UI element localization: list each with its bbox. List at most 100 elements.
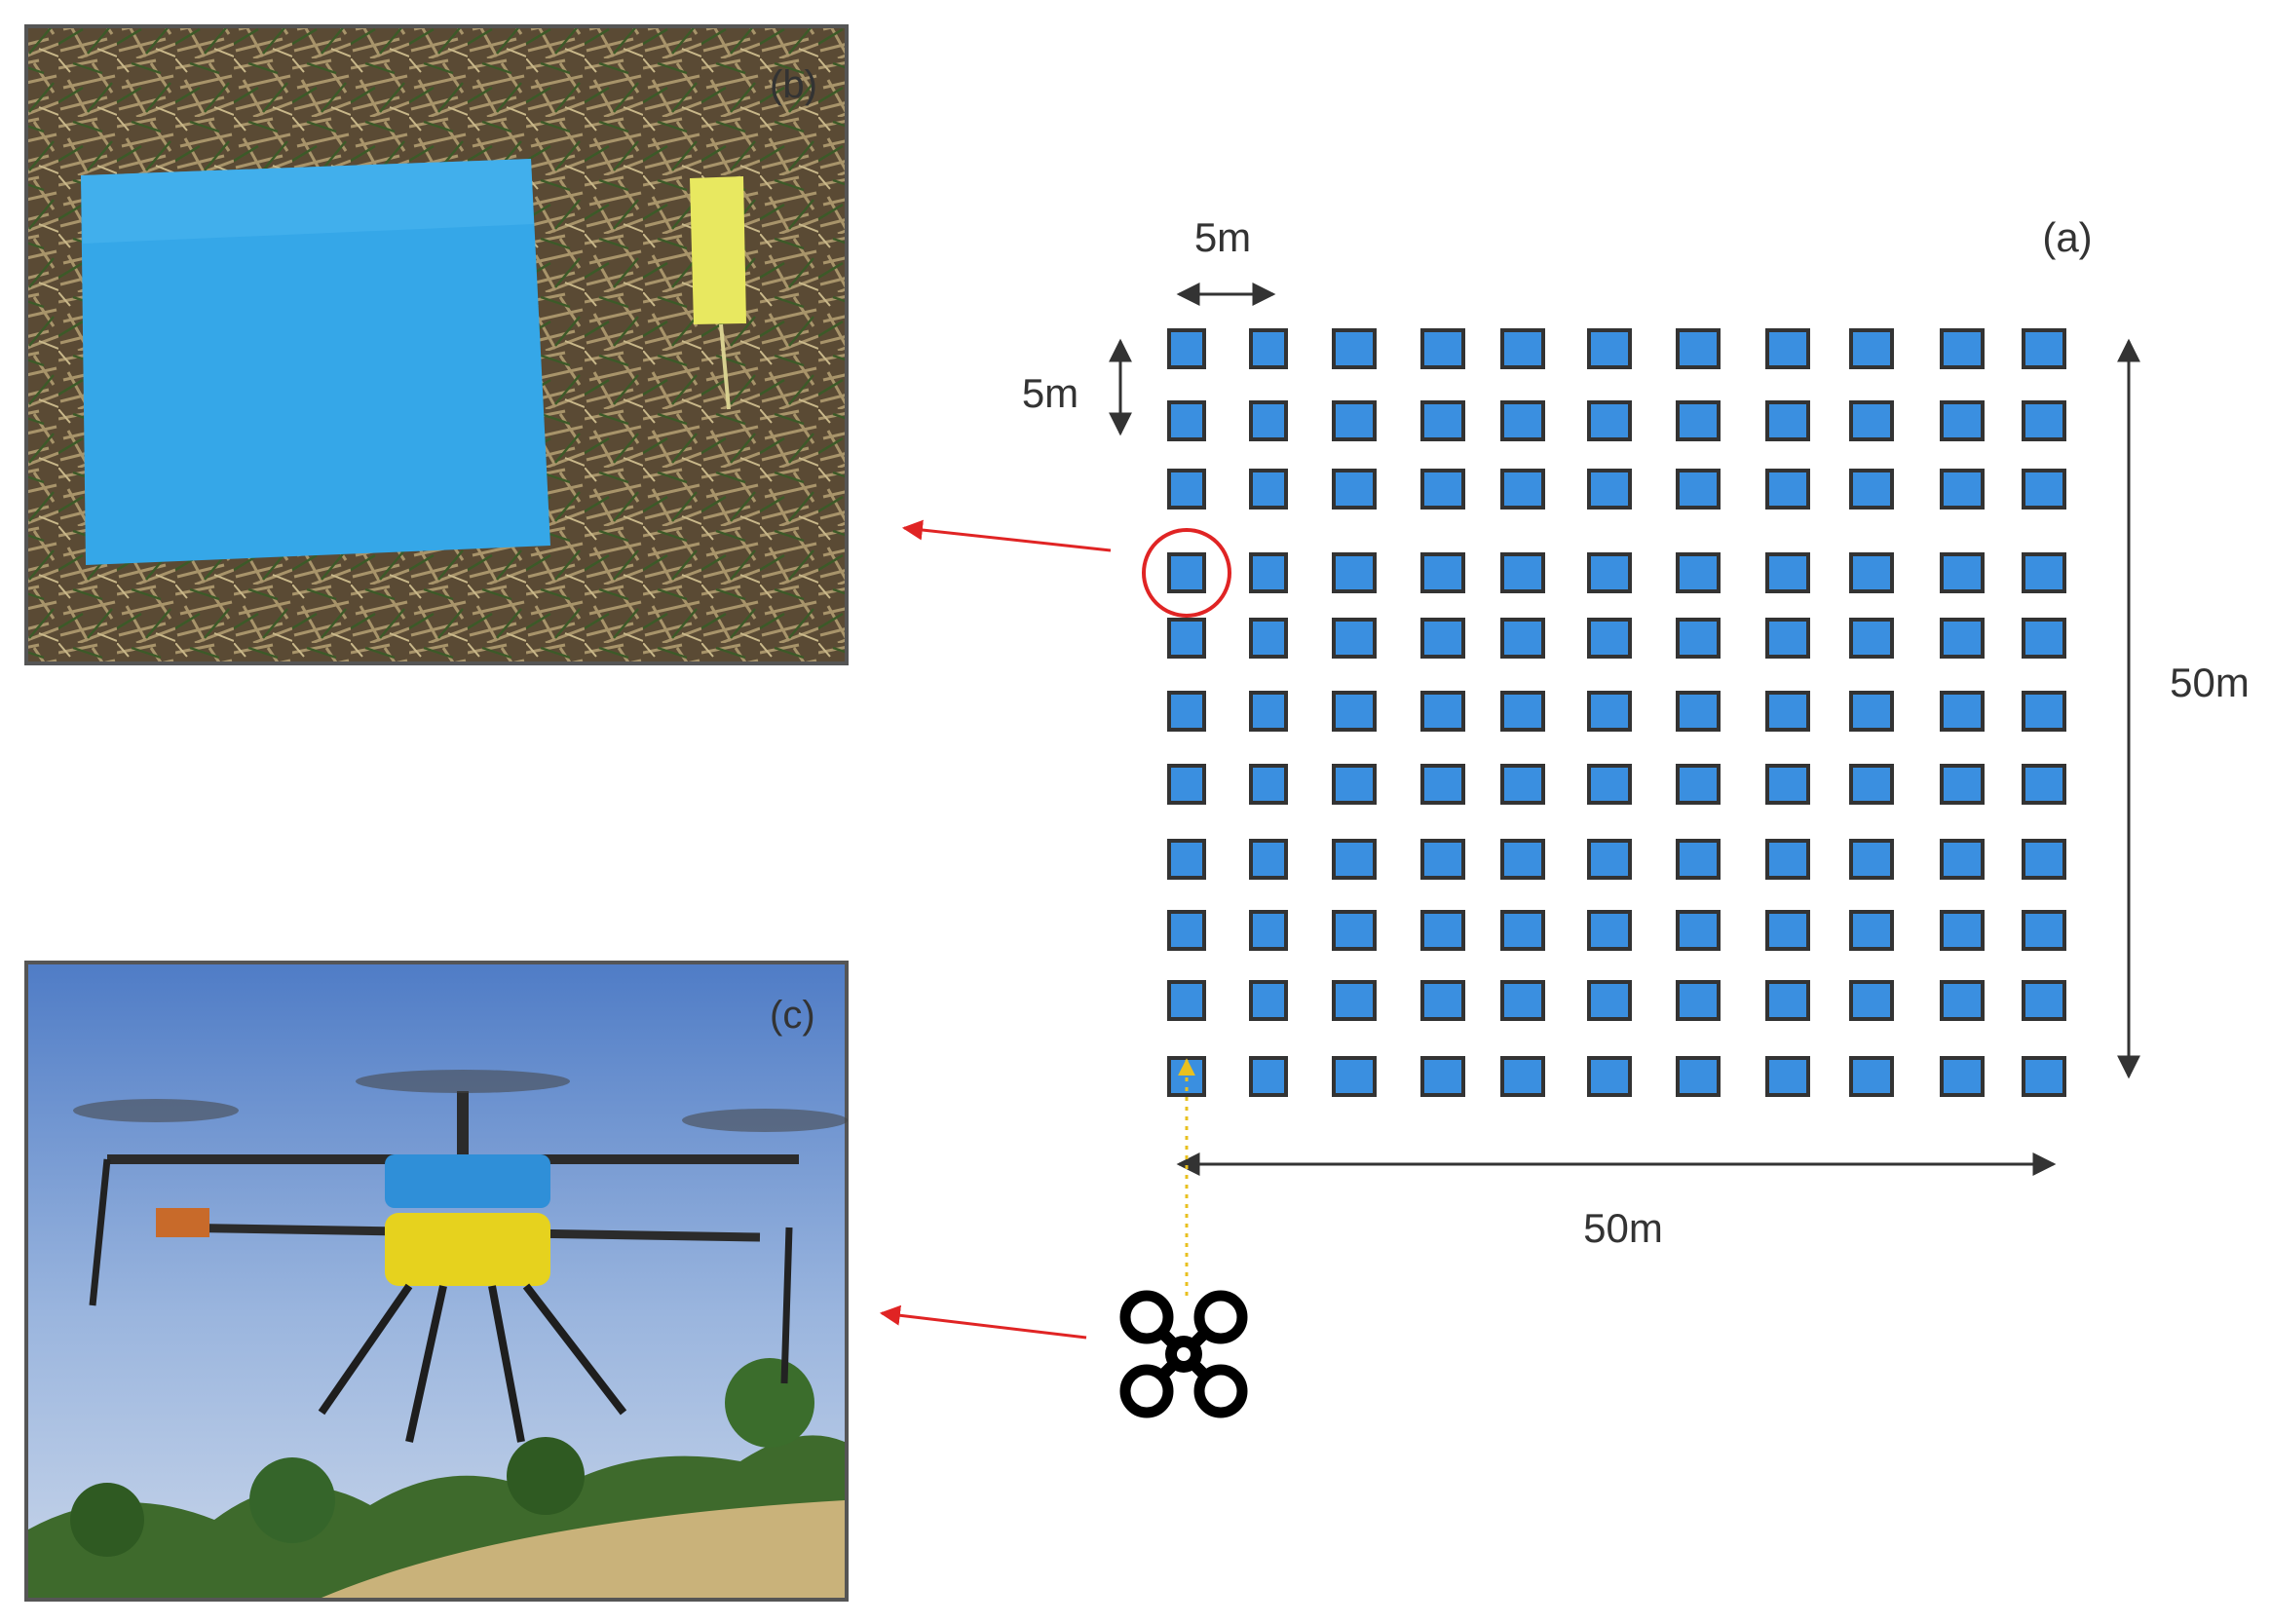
- grid-card-r2-c9: [1940, 469, 1985, 510]
- grid-card-r1-c2: [1332, 400, 1377, 441]
- grid-card-r10-c4: [1500, 1056, 1545, 1097]
- spacing-vertical-label: 5m: [1022, 370, 1078, 416]
- grid-card-r1-c7: [1765, 400, 1810, 441]
- grid-card-r6-c8: [1849, 764, 1894, 805]
- grid-card-r5-c3: [1420, 691, 1465, 732]
- grid-card-r2-c6: [1676, 469, 1721, 510]
- grid-card-r0-c2: [1332, 328, 1377, 369]
- grid-card-r10-c3: [1420, 1056, 1465, 1097]
- grid-card-r3-c8: [1849, 552, 1894, 593]
- grid-card-r9-c10: [2022, 980, 2066, 1021]
- grid-card-r9-c5: [1587, 980, 1632, 1021]
- grid-card-r4-c9: [1940, 618, 1985, 659]
- grid-card-r3-c0: [1167, 552, 1206, 593]
- grid-card-r7-c7: [1765, 839, 1810, 880]
- grid-card-r10-c5: [1587, 1056, 1632, 1097]
- grid-card-r10-c6: [1676, 1056, 1721, 1097]
- grid-card-r5-c5: [1587, 691, 1632, 732]
- grid-card-r3-c7: [1765, 552, 1810, 593]
- grid-card-r2-c8: [1849, 469, 1894, 510]
- grid-card-r6-c4: [1500, 764, 1545, 805]
- grid-card-r10-c8: [1849, 1056, 1894, 1097]
- grid-card-r6-c5: [1587, 764, 1632, 805]
- grid-card-r9-c7: [1765, 980, 1810, 1021]
- grid-card-r8-c3: [1420, 910, 1465, 951]
- grid-card-r2-c7: [1765, 469, 1810, 510]
- grid-card-r3-c6: [1676, 552, 1721, 593]
- grid-card-r4-c2: [1332, 618, 1377, 659]
- grid-card-r6-c10: [2022, 764, 2066, 805]
- grid-card-r10-c1: [1249, 1056, 1288, 1097]
- grid-card-r2-c0: [1167, 469, 1206, 510]
- grid-card-r4-c10: [2022, 618, 2066, 659]
- grid-card-r6-c2: [1332, 764, 1377, 805]
- grid-card-r2-c10: [2022, 469, 2066, 510]
- grid-card-r6-c9: [1940, 764, 1985, 805]
- grid-card-r6-c0: [1167, 764, 1206, 805]
- card-grid: [1167, 328, 2066, 1097]
- blue-card-icon: [81, 159, 550, 565]
- grid-card-r7-c6: [1676, 839, 1721, 880]
- grid-card-r1-c6: [1676, 400, 1721, 441]
- grid-card-r0-c6: [1676, 328, 1721, 369]
- grid-card-r5-c1: [1249, 691, 1288, 732]
- grid-card-r2-c2: [1332, 469, 1377, 510]
- grid-card-r1-c4: [1500, 400, 1545, 441]
- grid-card-r9-c4: [1500, 980, 1545, 1021]
- grid-card-r5-c9: [1940, 691, 1985, 732]
- grid-card-r1-c1: [1249, 400, 1288, 441]
- arrow-to-panel-b: [901, 519, 1112, 552]
- panel-c-photo: (c): [24, 961, 849, 1602]
- grid-card-r0-c10: [2022, 328, 2066, 369]
- panel-c-label: (c): [770, 994, 815, 1037]
- grid-card-r3-c9: [1940, 552, 1985, 593]
- panel-b-photo: (b): [24, 24, 849, 665]
- grid-card-r7-c1: [1249, 839, 1288, 880]
- grid-card-r9-c0: [1167, 980, 1206, 1021]
- grid-card-r5-c2: [1332, 691, 1377, 732]
- grid-card-r1-c0: [1167, 400, 1206, 441]
- grid-card-r3-c5: [1587, 552, 1632, 593]
- grid-card-r9-c8: [1849, 980, 1894, 1021]
- arrow-to-panel-c: [879, 1304, 1087, 1340]
- grid-card-r7-c3: [1420, 839, 1465, 880]
- grid-card-r6-c7: [1765, 764, 1810, 805]
- grid-card-r9-c3: [1420, 980, 1465, 1021]
- grid-card-r4-c0: [1167, 618, 1206, 659]
- grid-card-r8-c7: [1765, 910, 1810, 951]
- grid-card-r7-c9: [1940, 839, 1985, 880]
- grid-card-r4-c7: [1765, 618, 1810, 659]
- grid-card-r5-c7: [1765, 691, 1810, 732]
- grid-card-r0-c7: [1765, 328, 1810, 369]
- grid-card-r6-c6: [1676, 764, 1721, 805]
- grid-card-r10-c2: [1332, 1056, 1377, 1097]
- grid-card-r6-c1: [1249, 764, 1288, 805]
- grid-card-r0-c4: [1500, 328, 1545, 369]
- grid-card-r0-c8: [1849, 328, 1894, 369]
- panel-b-label: (b): [770, 63, 817, 106]
- grid-card-r1-c9: [1940, 400, 1985, 441]
- grid-card-r8-c2: [1332, 910, 1377, 951]
- grid-card-r0-c9: [1940, 328, 1985, 369]
- spacing-horizontal-label: 5m: [1194, 214, 1251, 260]
- grid-card-r5-c4: [1500, 691, 1545, 732]
- grid-card-r10-c7: [1765, 1056, 1810, 1097]
- grid-card-r5-c6: [1676, 691, 1721, 732]
- grid-card-r1-c3: [1420, 400, 1465, 441]
- grid-card-r2-c5: [1587, 469, 1632, 510]
- grid-card-r3-c4: [1500, 552, 1545, 593]
- width-label: 50m: [1583, 1205, 1663, 1251]
- grid-card-r7-c8: [1849, 839, 1894, 880]
- grid-card-r9-c9: [1940, 980, 1985, 1021]
- grid-card-r4-c6: [1676, 618, 1721, 659]
- grid-card-r7-c2: [1332, 839, 1377, 880]
- grid-card-r4-c4: [1500, 618, 1545, 659]
- grid-card-r7-c5: [1587, 839, 1632, 880]
- grid-card-r4-c8: [1849, 618, 1894, 659]
- grid-card-r10-c9: [1940, 1056, 1985, 1097]
- grid-card-r2-c1: [1249, 469, 1288, 510]
- height-label: 50m: [2170, 660, 2250, 705]
- grid-card-r8-c4: [1500, 910, 1545, 951]
- grid-card-r3-c1: [1249, 552, 1288, 593]
